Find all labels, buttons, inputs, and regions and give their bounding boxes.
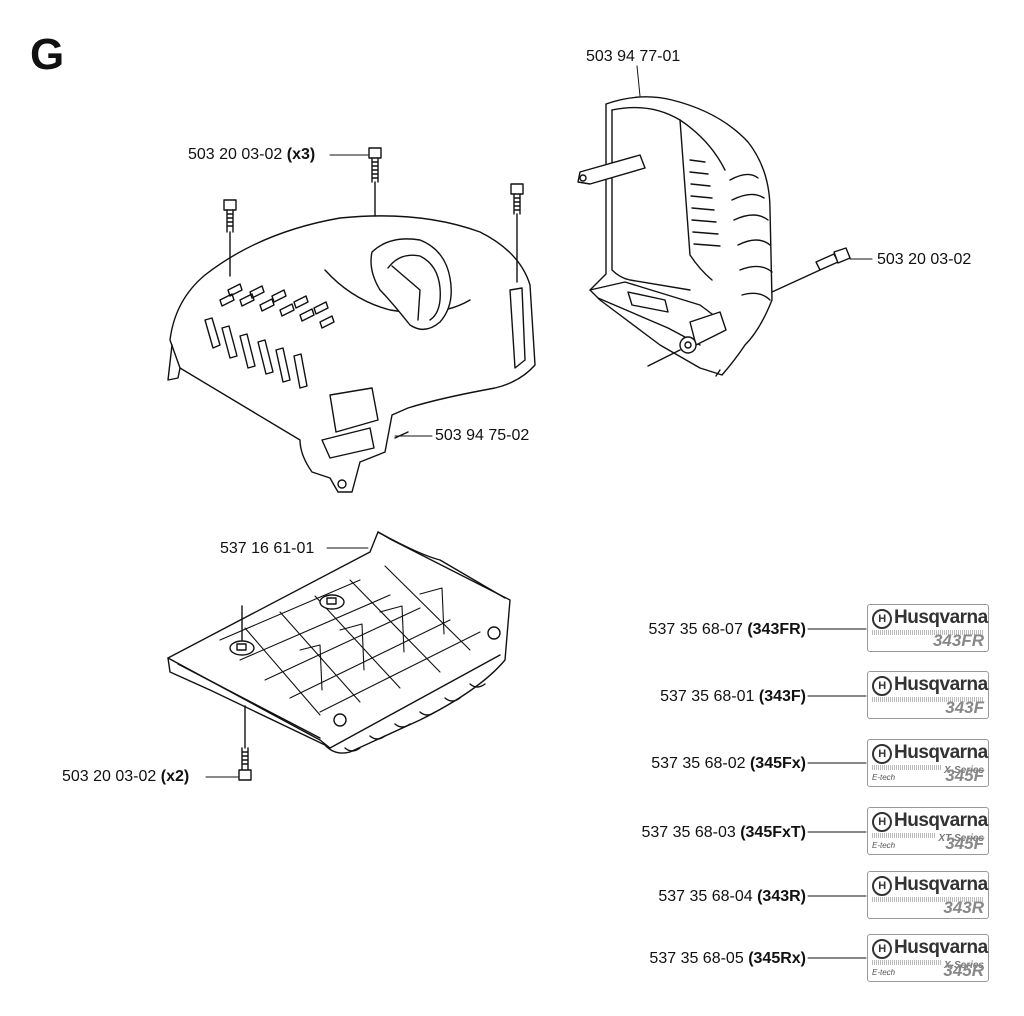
decal-stripe: [872, 697, 984, 702]
side-screw-drawing: [771, 247, 851, 293]
label-plate-screws: 503 20 03-02 (x2): [62, 768, 189, 786]
decal-model: 343R: [943, 898, 984, 917]
husqvarna-logo-icon: H: [872, 812, 892, 832]
part-number: 537 35 68-01: [660, 688, 755, 705]
part-number: 537 35 68-07: [648, 621, 743, 638]
part-number: 503 20 03-02: [877, 251, 972, 268]
decal-model: 343F: [945, 698, 984, 717]
husqvarna-logo-icon: H: [872, 876, 892, 896]
model-code: (343FR): [747, 621, 806, 638]
decal-stripe: [872, 630, 984, 635]
label-decal-2: 537 35 68-01 (343F): [660, 688, 806, 706]
decal-series: X-Series: [941, 765, 984, 776]
label-decal-6: 537 35 68-05 (345Rx): [649, 950, 806, 968]
part-number: 503 94 75-02: [435, 427, 530, 444]
decal-stripe: [872, 765, 984, 770]
part-number: 537 35 68-04: [658, 888, 753, 905]
part-number: 503 20 03-02: [188, 146, 283, 163]
part-number: 537 35 68-05: [649, 950, 744, 967]
label-upper-cover: 503 94 75-02: [435, 427, 529, 445]
model-code: (343R): [757, 888, 806, 905]
decal-series: X-Series: [941, 960, 984, 971]
quantity: (x2): [160, 768, 190, 785]
model-code: (343F): [758, 688, 806, 705]
label-decal-3: 537 35 68-02 (345Fx): [651, 755, 806, 773]
label-decal-1: 537 35 68-07 (343FR): [649, 621, 806, 639]
part-number: 503 94 77-01: [586, 48, 681, 65]
label-bottom-plate: 537 16 61-01: [220, 540, 314, 558]
decal-stripe: [872, 897, 984, 902]
model-code: (345Fx): [749, 755, 806, 772]
label-side-screw: 503 20 03-02: [877, 251, 971, 269]
decal-model: 343FR: [932, 631, 984, 650]
upper-cover-drawing: [167, 215, 536, 493]
decal-etech: E-tech: [872, 968, 896, 977]
model-code: (345Rx): [748, 950, 806, 967]
label-decal-5: 537 35 68-04 (343R): [658, 888, 806, 906]
decal-model: 345R: [943, 961, 984, 980]
decal-stripe: [872, 833, 984, 838]
decal-stripe: [872, 960, 984, 965]
bottom-plate-drawing: [167, 531, 511, 754]
cover-screws-drawing: [223, 147, 524, 283]
leader-lines: [205, 65, 873, 959]
side-cover-drawing: [577, 96, 773, 377]
model-code: (345FxT): [740, 824, 806, 841]
husqvarna-logo-icon: H: [872, 676, 892, 696]
decal-series: XT-Series: [936, 833, 984, 844]
quantity: (x3): [286, 146, 316, 163]
husqvarna-logo-icon: H: [872, 744, 892, 764]
husqvarna-logo-icon: H: [872, 609, 892, 629]
decal-model: 345F: [945, 766, 984, 785]
label-decal-4: 537 35 68-03 (345FxT): [641, 824, 806, 842]
label-side-cover: 503 94 77-01: [586, 48, 680, 66]
plate-screws-drawing: [238, 605, 252, 781]
part-number: 537 16 61-01: [220, 540, 315, 557]
decal-etech: E-tech: [872, 841, 896, 850]
husqvarna-logo-icon: H: [872, 939, 892, 959]
section-letter: G: [30, 30, 65, 79]
label-cover-screws: 503 20 03-02 (x3): [188, 146, 315, 164]
decal-etech: E-tech: [872, 773, 896, 782]
part-number: 537 35 68-03: [641, 824, 736, 841]
decal-model: 345F: [945, 834, 984, 853]
part-number: 503 20 03-02: [62, 768, 157, 785]
part-number: 537 35 68-02: [651, 755, 746, 772]
